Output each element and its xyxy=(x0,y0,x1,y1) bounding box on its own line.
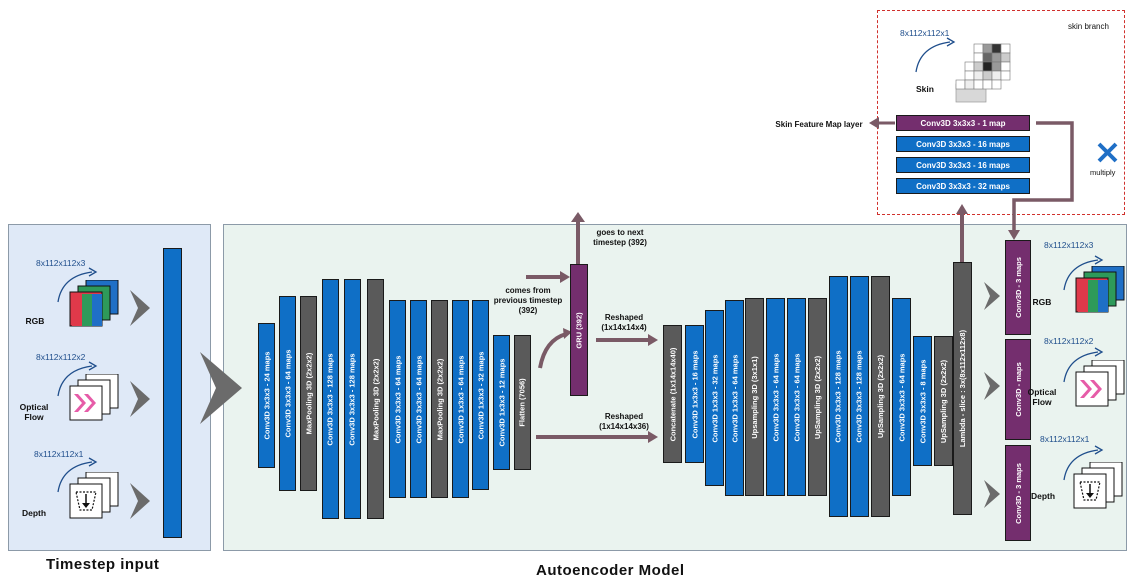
output-dims-depth: 8x112x112x1 xyxy=(1040,434,1089,444)
skin-layer: Conv3D 3x3x3 - 16 maps xyxy=(896,157,1030,173)
decoder-layer: Conv3D 3x3x3 - 64 maps xyxy=(787,298,806,496)
skin-layer: Conv3D 3x3x3 - 1 map xyxy=(896,115,1030,131)
chevron-arrow-icon xyxy=(984,372,1000,400)
decoder-layer: Concatenate (1x14x14x40) xyxy=(663,325,682,463)
decoder-layer: Conv3D 1x3x3 - 32 maps xyxy=(705,310,724,486)
encoder-layer: Conv3D 1x3x3 - 12 maps xyxy=(493,335,510,470)
output-head-rgb: Conv3D - 3 maps xyxy=(1005,240,1031,335)
encoder-layer: Conv3D 1x3x3 - 64 maps xyxy=(452,300,469,498)
rgb-frames-icon xyxy=(1070,266,1128,318)
encoder-layer: Conv3D 3x3x3 - 128 maps xyxy=(322,279,339,519)
encoder-layer: MaxPooling 3D (2x2x2) xyxy=(431,300,448,498)
skin-layer: Conv3D 3x3x3 - 16 maps xyxy=(896,136,1030,152)
chevron-arrow-icon xyxy=(130,483,150,519)
chevron-arrow-icon xyxy=(200,352,242,424)
output-dims-flow: 8x112x112x2 xyxy=(1044,336,1093,346)
input-label-rgb: RGB xyxy=(20,316,50,326)
skin-dims: 8x112x112x1 xyxy=(900,28,949,38)
gru-layer: GRU (392) xyxy=(570,264,588,396)
reshaped-label-2: Reshaped (1x14x14x36) xyxy=(590,412,658,432)
chevron-arrow-icon xyxy=(130,290,150,326)
chevron-arrow-icon xyxy=(984,282,1000,310)
decoder-layer: Conv3D 3x3x3 - 64 maps xyxy=(766,298,785,496)
rgb-frames-icon xyxy=(64,280,122,332)
multiply-label: multiply xyxy=(1090,168,1115,177)
skin-label: Skin xyxy=(912,84,938,94)
encoder-layer: Conv3D 1x3x3 - 32 maps xyxy=(472,300,489,490)
goes-to-label: goes to next timestep (392) xyxy=(590,228,650,248)
decoder-layer: Conv3D 3x3x3 - 64 maps xyxy=(892,298,911,496)
encoder-layer: Conv3D 3x3x3 - 128 maps xyxy=(344,279,361,519)
comes-from-label: comes from previous timestep (392) xyxy=(488,286,568,316)
decoder-layer: Conv3D 3x3x3 - 8 maps xyxy=(913,336,932,466)
output-dims-rgb: 8x112x112x3 xyxy=(1044,240,1093,250)
decoder-layer: Conv3D 3x3x3 - 128 maps xyxy=(850,276,869,517)
encoder-layer: Conv3D 3x3x3 - 24 maps xyxy=(258,323,275,468)
decoder-layer: UpSampling 3D (2x2x2) xyxy=(934,336,953,466)
decoder-layer: Upsampling 3D (3x1x1) xyxy=(745,298,764,496)
decoder-layer: Conv3D 1x3x3 - 64 maps xyxy=(725,300,744,496)
output-label-depth: Depth xyxy=(1026,491,1060,501)
decoder-layer: Lambda - slice : 3x(8x112x112x8) xyxy=(953,262,972,515)
decoder-layer: UpSampling 3D (2x2x2) xyxy=(808,298,827,496)
optical-flow-icon xyxy=(1070,360,1128,412)
output-label-rgb: RGB xyxy=(1028,297,1056,307)
encoder-layer: MaxPooling 3D (2x2x2) xyxy=(367,279,384,519)
input-dims-depth: 8x112x112x1 xyxy=(34,449,83,459)
input-dims-flow: 8x112x112x2 xyxy=(36,352,85,362)
multiply-icon xyxy=(1099,144,1116,161)
input-label-depth: Depth xyxy=(16,508,52,518)
input-label-flow: Optical Flow xyxy=(12,402,56,422)
depth-icon xyxy=(64,472,122,524)
depth-icon xyxy=(1068,462,1126,514)
encoder-layer: MaxPooling 3D (2x2x2) xyxy=(300,296,317,491)
skin-layer: Conv3D 3x3x3 - 32 maps xyxy=(896,178,1030,194)
encoder-layer: Conv3D 3x3x3 - 64 maps xyxy=(279,296,296,491)
chevron-arrow-icon xyxy=(130,381,150,417)
encoder-layer: Conv3D 3x3x3 - 64 maps xyxy=(389,300,406,498)
encoder-layer: Conv3D 3x3x3 - 64 maps xyxy=(410,300,427,498)
decoder-layer: Conv3D 1x3x3 - 16 maps xyxy=(685,325,704,463)
decoder-layer: UpSampling 3D (2x2x2) xyxy=(871,276,890,517)
input-dims-rgb: 8x112x112x3 xyxy=(36,258,85,268)
skin-feature-label: Skin Feature Map layer xyxy=(774,120,864,130)
optical-flow-icon xyxy=(64,374,122,426)
chevron-arrow-icon xyxy=(984,480,1000,508)
skin-grid-icon xyxy=(954,40,1014,106)
output-label-flow: Optical Flow xyxy=(1024,387,1060,407)
reshaped-label-1: Reshaped (1x14x14x4) xyxy=(592,313,656,333)
decoder-layer: Conv3D 3x3x3 - 128 maps xyxy=(829,276,848,517)
encoder-layer: Flatten (7056) xyxy=(514,335,531,470)
